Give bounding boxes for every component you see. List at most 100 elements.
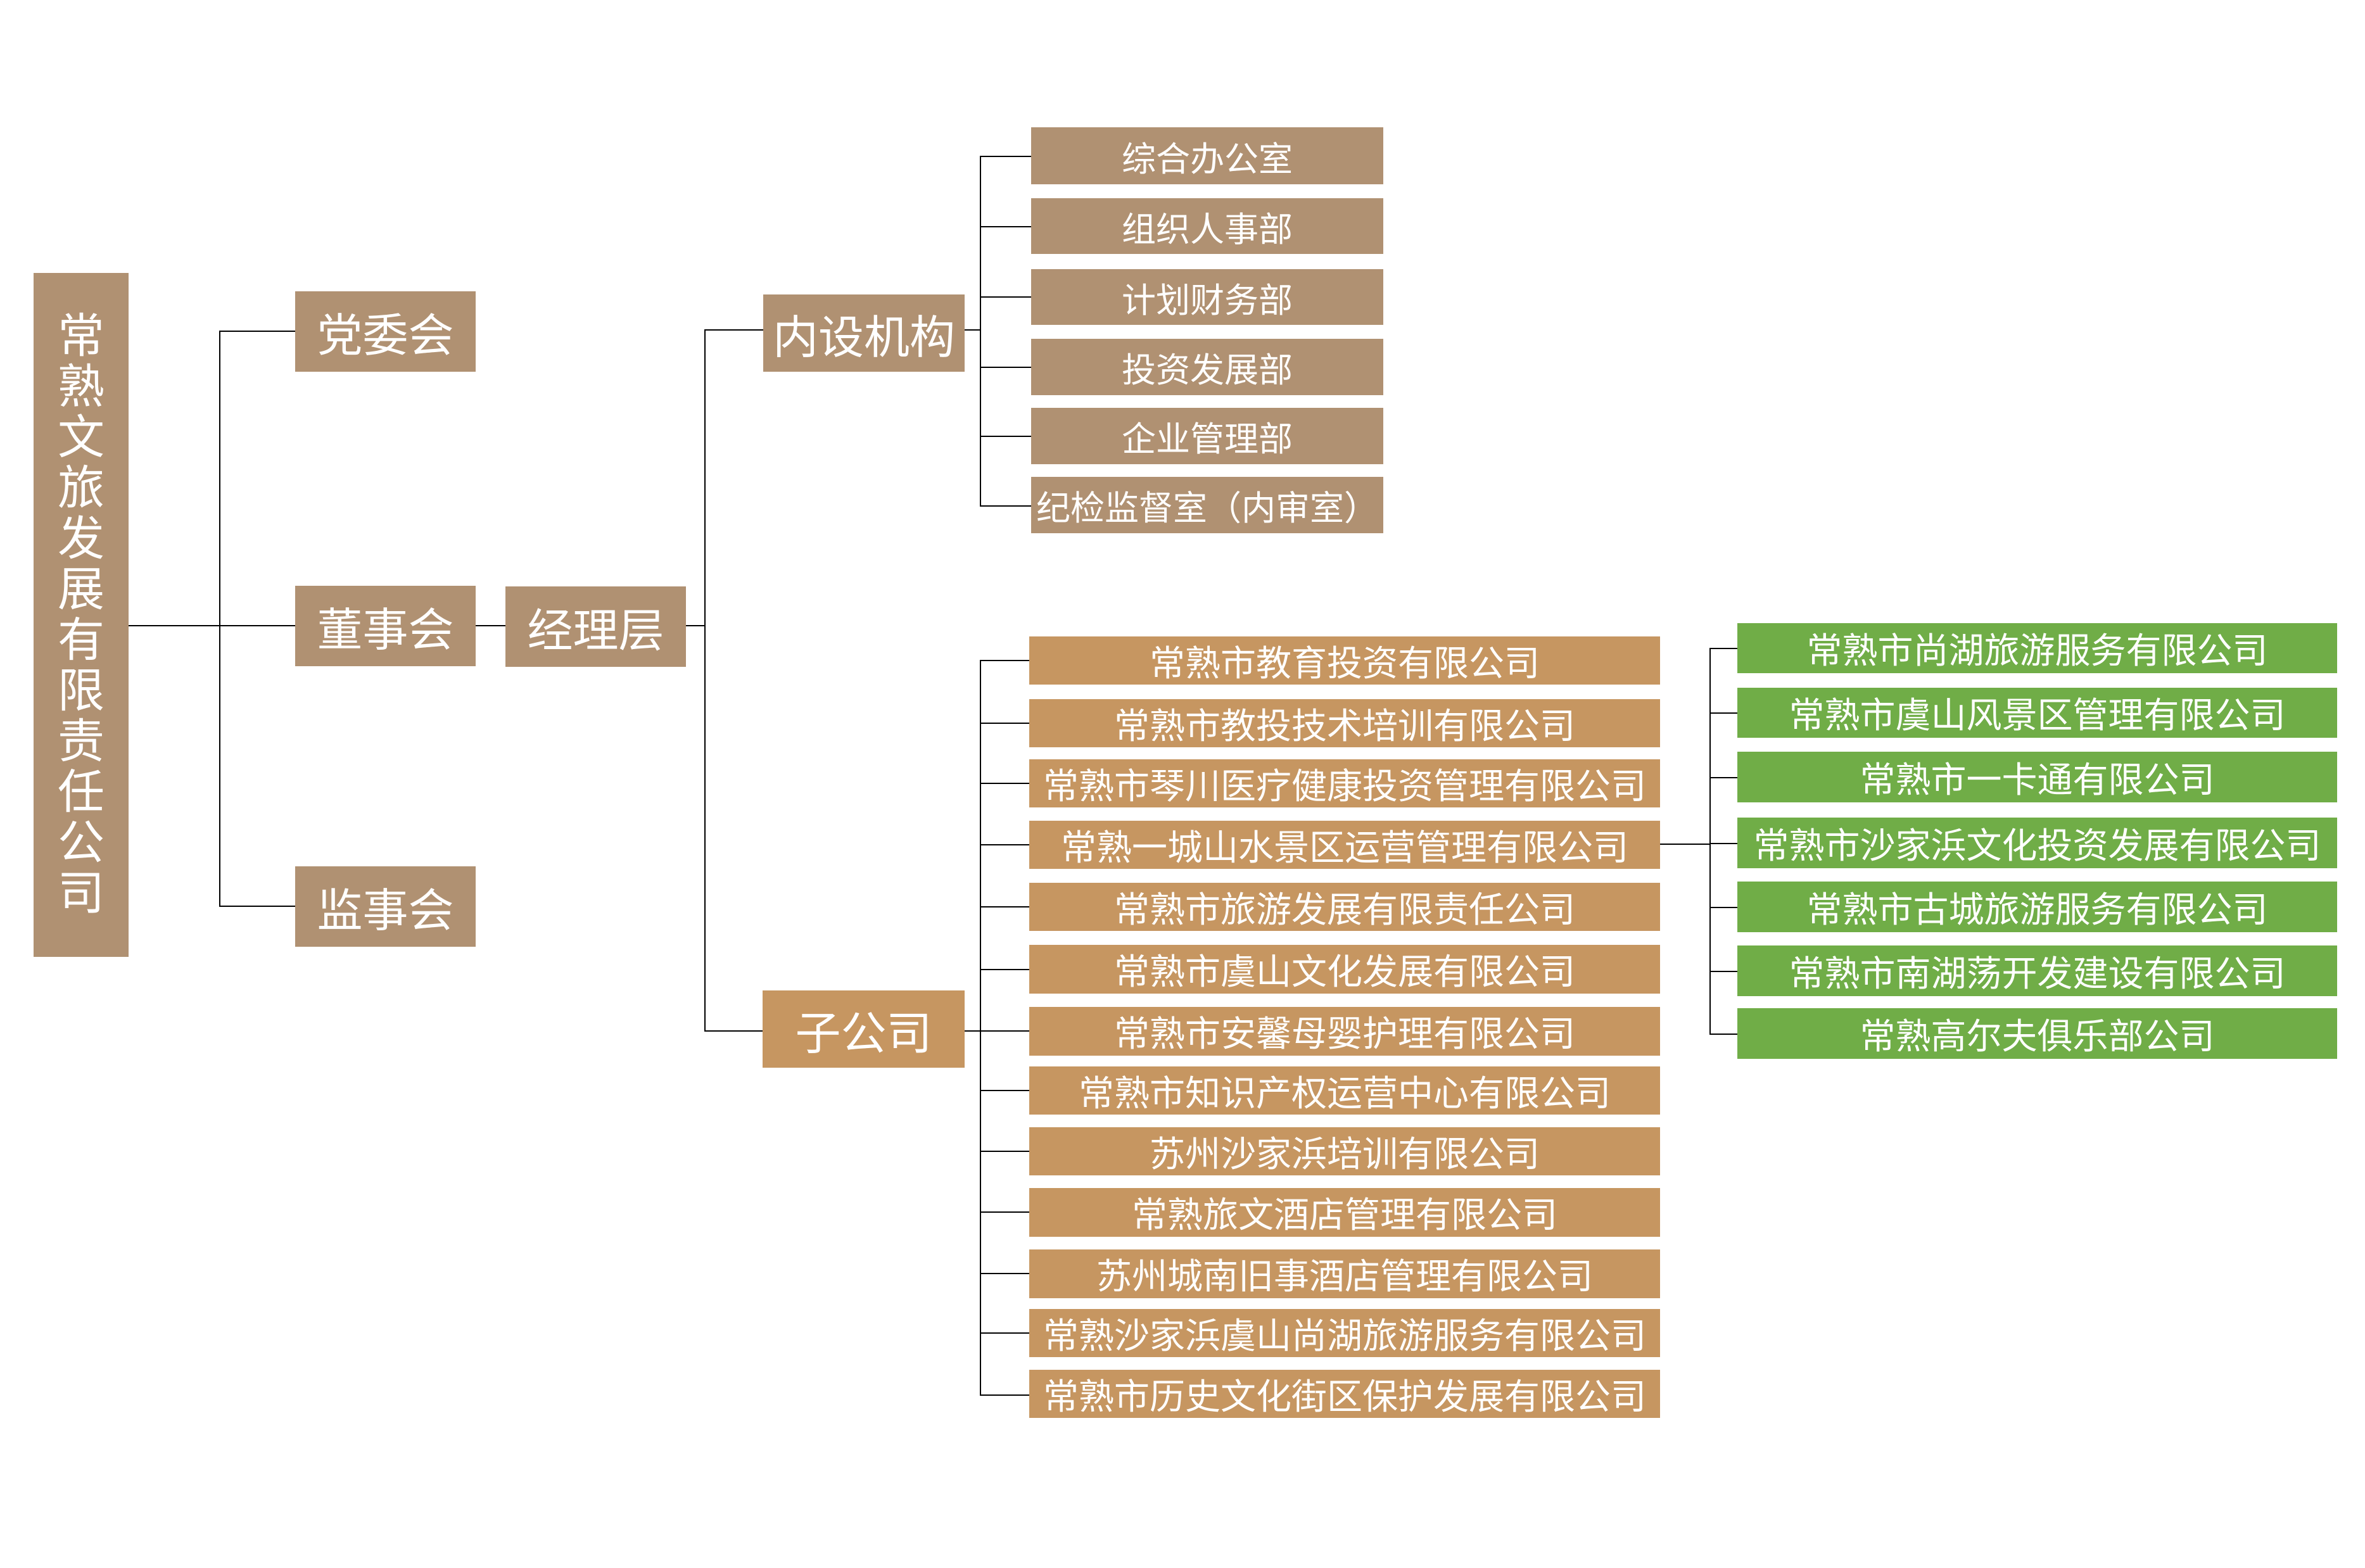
department-label: 综合办公室 — [1122, 139, 1293, 179]
second-tier-subsidiary-label: 常熟高尔夫俱乐部公司 — [1860, 1016, 2215, 1058]
subsidiaries-label: 子公司 — [795, 1006, 932, 1060]
subsidiary-box: 常熟沙家浜虞山尚湖旅游服务有限公司 — [1029, 1309, 1660, 1357]
second-tier-subsidiary-label: 常熟市沙家浜文化投资发展有限公司 — [1753, 825, 2321, 867]
subsidiary-label: 常熟市历史文化街区保护发展有限公司 — [1043, 1376, 1646, 1418]
second-tier-subsidiary-label: 常熟市一卡通有限公司 — [1860, 759, 2215, 801]
board-of-directors-box: 董事会 — [295, 586, 476, 666]
connector-subsidiary — [980, 783, 1029, 784]
connector-subsidiary — [980, 1090, 1029, 1091]
subsidiary-box: 常熟旅文酒店管理有限公司 — [1029, 1188, 1660, 1237]
connector-dept — [980, 156, 1031, 157]
connector-management-spine — [704, 329, 706, 1032]
root-char: 常 — [58, 309, 105, 364]
department-box: 投资发展部 — [1031, 339, 1383, 395]
connector-dept — [980, 367, 1031, 368]
second-tier-subsidiary-box: 常熟高尔夫俱乐部公司 — [1737, 1008, 2337, 1059]
connector-second-tier — [1709, 843, 1737, 844]
supervisory-board-box: 监事会 — [295, 866, 476, 947]
second-tier-subsidiary-box: 常熟市一卡通有限公司 — [1737, 752, 2337, 802]
root-char: 责 — [58, 714, 105, 769]
management-label: 经理层 — [527, 604, 664, 657]
connector-subsidiary — [980, 660, 1029, 661]
connector-second-tier — [1709, 971, 1737, 972]
connector-subsidiary — [980, 1211, 1029, 1213]
supervisory-board-label: 监事会 — [317, 884, 454, 937]
party-committee-box: 党委会 — [295, 291, 476, 372]
connector-subsidiary — [980, 1273, 1029, 1274]
subsidiary-box: 常熟市安馨母婴护理有限公司 — [1029, 1007, 1660, 1056]
connector-dept — [980, 296, 1031, 298]
connector-subsidiary — [980, 844, 1029, 845]
second-tier-subsidiary-box: 常熟市尚湖旅游服务有限公司 — [1737, 623, 2337, 673]
connector-second-tier — [1709, 712, 1737, 714]
subsidiary-label: 常熟市教投技术培训有限公司 — [1114, 705, 1575, 747]
department-label: 组织人事部 — [1122, 209, 1293, 250]
connector-subsidiary — [980, 1030, 1029, 1032]
connector-second-tier — [1709, 648, 1737, 649]
party-committee-label: 党委会 — [317, 309, 454, 362]
second-tier-subsidiary-label: 常熟市古城旅游服务有限公司 — [1806, 889, 2268, 931]
department-label: 企业管理部 — [1122, 419, 1293, 459]
connector-subsidiaries-trunk — [965, 1030, 981, 1032]
root-char: 发 — [58, 512, 105, 566]
connector-departments-trunk — [965, 329, 981, 331]
department-label: 纪检监督室（内审室） — [1036, 488, 1378, 528]
second-tier-subsidiary-box: 常熟市南湖荡开发建设有限公司 — [1737, 945, 2337, 996]
subsidiaries-box: 子公司 — [763, 990, 965, 1068]
connector-subsidiary — [980, 969, 1029, 970]
root-char: 公 — [58, 816, 105, 870]
subsidiary-box: 常熟市历史文化街区保护发展有限公司 — [1029, 1370, 1660, 1418]
connector-dept — [980, 226, 1031, 227]
root-char: 司 — [58, 866, 105, 921]
subsidiary-label: 苏州沙家浜培训有限公司 — [1150, 1134, 1540, 1175]
connector-subsidiary — [980, 1394, 1029, 1396]
subsidiary-box: 常熟市知识产权运营中心有限公司 — [1029, 1066, 1660, 1115]
internal-departments-label: 内设机构 — [772, 310, 955, 364]
connector-subsidiary — [980, 906, 1029, 907]
department-label: 投资发展部 — [1122, 350, 1293, 390]
department-box: 企业管理部 — [1031, 408, 1383, 464]
root-char: 限 — [58, 664, 105, 718]
second-tier-subsidiary-label: 常熟市尚湖旅游服务有限公司 — [1806, 631, 2268, 672]
root-char: 展 — [58, 562, 105, 617]
connector-root-trunk — [129, 625, 296, 626]
connector-second-tier-spine — [1709, 648, 1711, 1034]
board-of-directors-label: 董事会 — [317, 604, 454, 657]
subsidiary-box: 常熟市琴川医疗健康投资管理有限公司 — [1029, 759, 1660, 807]
connector-party-committee — [219, 331, 296, 332]
subsidiary-label: 常熟旅文酒店管理有限公司 — [1132, 1195, 1557, 1236]
subsidiary-label: 常熟市安馨母婴护理有限公司 — [1114, 1014, 1575, 1055]
connector-supervisory-board — [219, 906, 296, 907]
department-box: 计划财务部 — [1031, 269, 1383, 325]
connector-dept — [980, 436, 1031, 437]
connector-board-management — [476, 625, 506, 626]
root-char: 熟 — [58, 360, 105, 414]
department-box: 组织人事部 — [1031, 198, 1383, 254]
subsidiary-box: 常熟一城山水景区运营管理有限公司 — [1029, 821, 1660, 869]
second-tier-subsidiary-label: 常熟市虞山风景区管理有限公司 — [1789, 695, 2286, 737]
connector-departments-spine — [980, 156, 981, 507]
connector-second-tier-trunk — [1660, 844, 1711, 845]
connector-subsidiaries-spine — [980, 660, 981, 1396]
subsidiary-box: 苏州城南旧事酒店管理有限公司 — [1029, 1249, 1660, 1298]
subsidiary-label: 常熟市琴川医疗健康投资管理有限公司 — [1043, 766, 1646, 807]
department-box: 纪检监督室（内审室） — [1031, 477, 1383, 533]
root-char: 旅 — [58, 461, 105, 515]
subsidiary-box: 常熟市教投技术培训有限公司 — [1029, 699, 1660, 747]
connector-subsidiary — [980, 723, 1029, 724]
root-company-box: 常 熟 文 旅 发 展 有 限 责 任 公 司 — [34, 273, 129, 957]
second-tier-subsidiary-box: 常熟市虞山风景区管理有限公司 — [1737, 688, 2337, 738]
connector-subsidiary — [980, 1332, 1029, 1334]
subsidiary-box: 常熟市虞山文化发展有限公司 — [1029, 945, 1660, 994]
second-tier-subsidiary-box: 常熟市沙家浜文化投资发展有限公司 — [1737, 818, 2337, 868]
internal-departments-box: 内设机构 — [763, 294, 965, 372]
root-char: 任 — [58, 765, 105, 819]
subsidiary-label: 苏州城南旧事酒店管理有限公司 — [1096, 1256, 1593, 1298]
second-tier-subsidiary-label: 常熟市南湖荡开发建设有限公司 — [1789, 953, 2286, 995]
root-char: 文 — [58, 410, 105, 465]
connector-management-trunk — [686, 625, 705, 626]
subsidiary-box: 常熟市旅游发展有限责任公司 — [1029, 883, 1660, 931]
management-box: 经理层 — [505, 586, 686, 667]
subsidiary-label: 常熟一城山水景区运营管理有限公司 — [1061, 827, 1628, 869]
